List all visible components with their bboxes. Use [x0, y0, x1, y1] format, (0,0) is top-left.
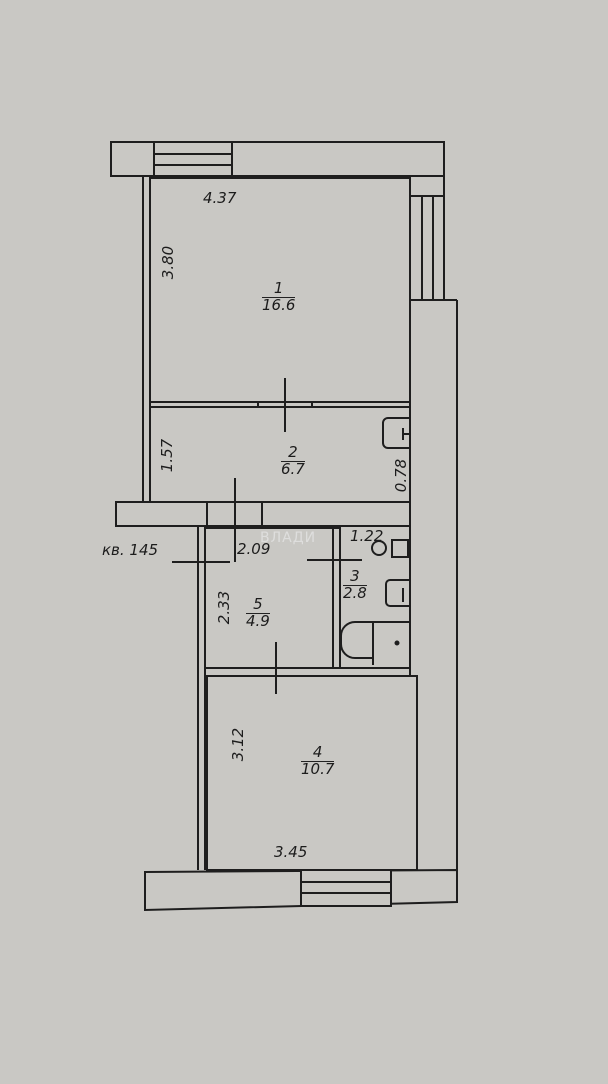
room-area: 4.9: [246, 611, 270, 630]
apartment-label: кв. 145: [102, 541, 159, 559]
room-area: 6.7: [281, 459, 305, 478]
room-area: 2.8: [343, 583, 367, 602]
dimension-room2-niche: 0.78: [392, 458, 411, 493]
room-4-label: 4 10.7: [301, 744, 335, 778]
dimension-hall-width: 2.09: [237, 540, 271, 558]
dimension-hall-height: 2.33: [215, 590, 234, 625]
dimension-room2-height: 1.57: [158, 438, 177, 473]
room-number: 3: [343, 568, 367, 586]
dimension-bath-width: 1.22: [350, 527, 384, 545]
room-number: 5: [246, 596, 270, 614]
dimension-room4-width: 3.45: [274, 843, 308, 861]
room-number: 4: [301, 744, 335, 762]
room-area: 10.7: [301, 759, 335, 778]
watermark: ВЛАДИ: [260, 530, 317, 546]
room-5-label: 5 4.9: [246, 596, 270, 630]
room-number: 2: [281, 444, 305, 462]
dimension-room1-height: 3.80: [159, 245, 178, 280]
room-number: 1: [262, 280, 296, 298]
room-3-label: 3 2.8: [343, 568, 367, 602]
room-2-label: 2 6.7: [281, 444, 305, 478]
room-1-label: 1 16.6: [262, 280, 296, 314]
room-area: 16.6: [262, 295, 296, 314]
dimension-room4-height: 3.12: [229, 727, 248, 762]
dimension-room1-width: 4.37: [203, 189, 237, 207]
